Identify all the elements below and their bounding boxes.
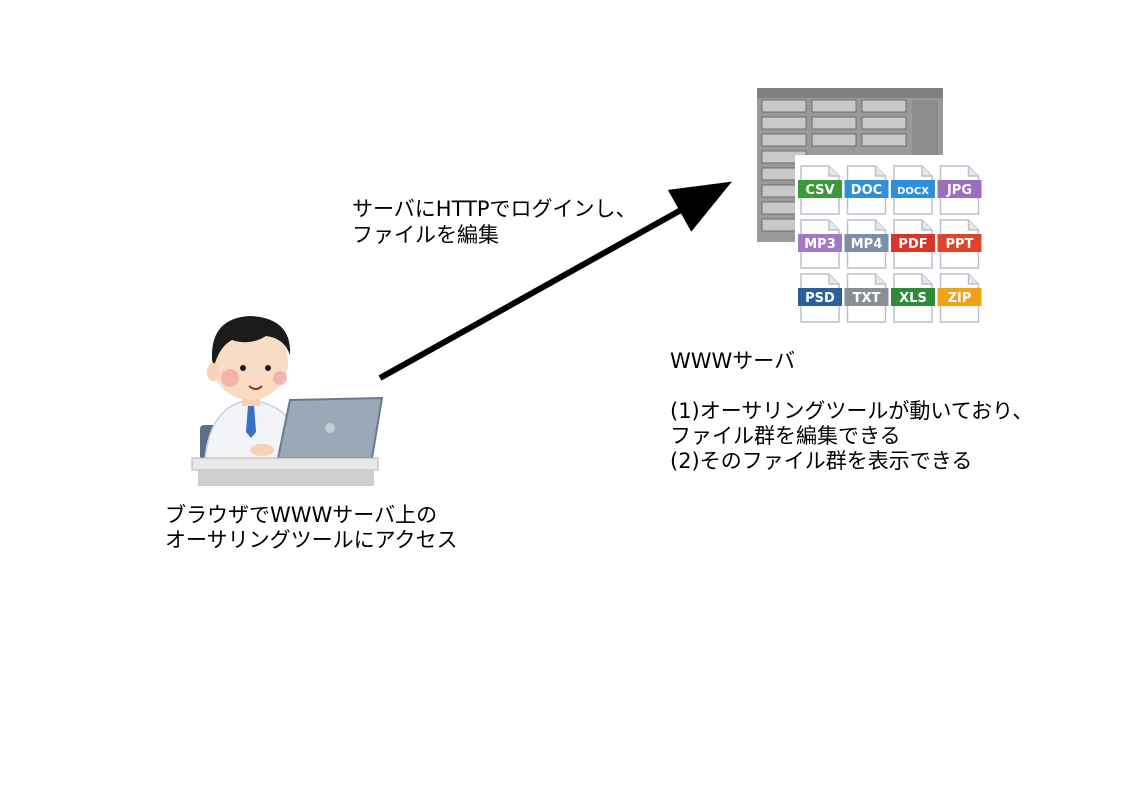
file-icon-label: PPT xyxy=(946,237,974,252)
file-icon-mp4: MP4 xyxy=(844,219,889,269)
file-icon-jpg: JPG xyxy=(937,165,982,215)
file-icon-csv: CSV xyxy=(798,165,842,215)
file-icon-pdf: PDF xyxy=(891,219,935,269)
server-desc-line1: (1)オーサリングツールが動いており、 xyxy=(670,399,1034,423)
file-icon-doc: DOC xyxy=(844,165,889,215)
user-at-laptop-icon xyxy=(191,316,384,486)
file-icon-grid: CSV DOC DOCX JPG MP3 MP4 PDF PPT PSD TXT XLS ZIP xyxy=(795,155,985,335)
file-icon-label: TXT xyxy=(853,291,881,306)
file-icon-txt: TXT xyxy=(844,273,889,323)
file-icon-psd: PSD xyxy=(798,273,842,323)
arrow-caption-line1: サーバにHTTPでログインし、 xyxy=(352,197,637,221)
file-icon-label: PDF xyxy=(898,237,927,252)
server-title: WWWサーバ xyxy=(670,349,796,373)
user-caption-line2: オーサリングツールにアクセス xyxy=(165,528,458,552)
file-icon-ppt: PPT xyxy=(937,219,982,269)
server-desc-line3: (2)そのファイル群を表示できる xyxy=(670,449,973,473)
arrow-caption-line2: ファイルを編集 xyxy=(352,223,499,247)
file-icon-label: DOC xyxy=(851,183,882,198)
user-caption-line1: ブラウザでWWWサーバ上の xyxy=(165,503,438,527)
file-icon-label: JPG xyxy=(946,183,972,198)
request-arrow xyxy=(378,181,732,381)
file-icon-label: PSD xyxy=(805,291,835,306)
file-icon-label: MP4 xyxy=(851,237,883,252)
file-icon-label: DOCX xyxy=(897,186,929,197)
file-icon-label: CSV xyxy=(805,183,834,198)
file-icon-zip: ZIP xyxy=(937,273,982,323)
server-desc-line2: ファイル群を編集できる xyxy=(670,424,901,448)
file-icon-mp3: MP3 xyxy=(798,219,842,269)
file-icon-xls: XLS xyxy=(891,273,935,323)
file-icon-label: XLS xyxy=(899,291,927,306)
file-icon-docx: DOCX xyxy=(891,165,935,215)
file-icon-label: ZIP xyxy=(948,291,972,306)
file-icon-label: MP3 xyxy=(804,237,836,252)
